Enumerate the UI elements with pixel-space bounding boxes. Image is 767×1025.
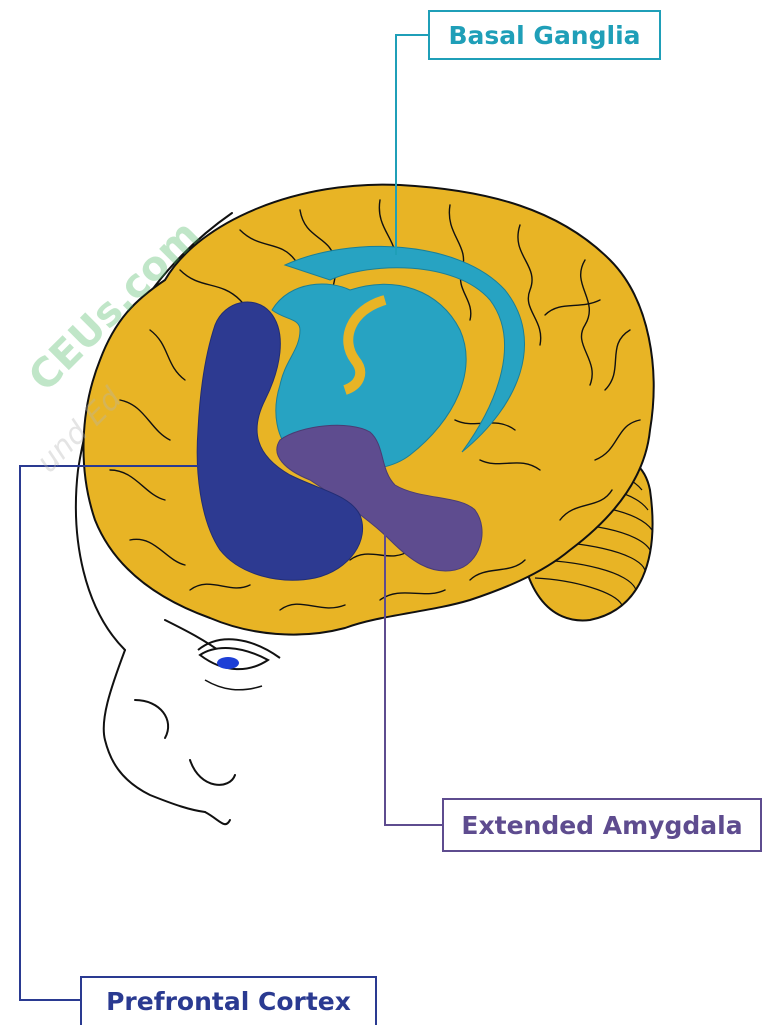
eye xyxy=(198,639,280,690)
extended-amygdala-label: Extended Amygdala xyxy=(442,798,762,852)
prefrontal-cortex-label: Prefrontal Cortex xyxy=(80,976,377,1025)
eye-iris xyxy=(217,657,239,669)
basal-ganglia-label: Basal Ganglia xyxy=(428,10,661,60)
